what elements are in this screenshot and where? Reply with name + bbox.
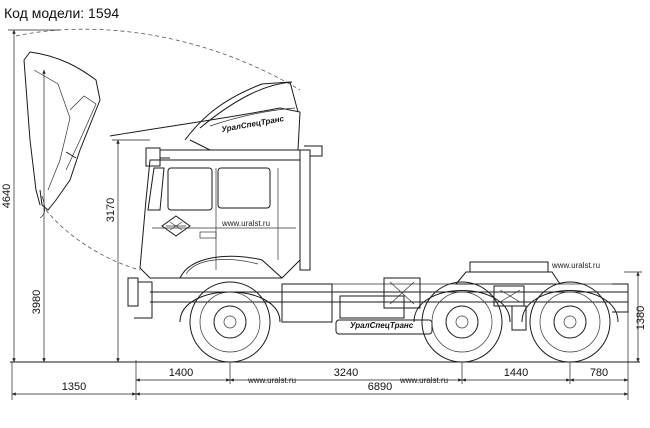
front-wheel xyxy=(179,281,281,363)
wheelbase-value: 3240 xyxy=(334,367,358,379)
frame-watermark: www.uralst.ru xyxy=(551,261,600,270)
brand-label-tank: УралСпецТранс xyxy=(350,321,414,330)
dim-watermark-left: www.uralst.ru xyxy=(247,376,296,385)
dimension-tipped-cab-height: 3980 xyxy=(31,69,46,363)
dimension-cab-height: 3170 xyxy=(105,139,150,363)
svg-text:4640: 4640 xyxy=(1,184,13,208)
rear-wheel-1 xyxy=(413,281,511,363)
bogie-spacing-value: 1440 xyxy=(504,367,528,379)
model-code-title: Код модели: 1594 xyxy=(4,5,120,21)
cab-watermark: www.uralst.ru xyxy=(221,219,270,228)
total-length-value: 6890 xyxy=(368,381,392,393)
dimension-total-height: 4640 xyxy=(1,29,60,363)
front-overhang-value: 1400 xyxy=(169,367,193,379)
dimension-fifth-wheel-height: 1380 xyxy=(624,271,647,363)
dimension-row-2: 1350 6890 www.uralst.ru xyxy=(11,362,629,400)
svg-text:3170: 3170 xyxy=(105,198,117,222)
cab xyxy=(109,81,323,319)
tipped-cab-outline xyxy=(15,28,301,271)
dimension-row-1: 1400 3240 1440 780 www.uralst.ru xyxy=(135,312,629,400)
rear-overhang-value: 780 xyxy=(590,367,608,379)
rear-wheel-2 xyxy=(521,281,619,363)
svg-text:1380: 1380 xyxy=(635,306,647,330)
dim-watermark-right: www.uralst.ru xyxy=(399,376,448,385)
svg-text:3980: 3980 xyxy=(31,290,43,314)
tipped-front-value: 1350 xyxy=(62,381,86,393)
